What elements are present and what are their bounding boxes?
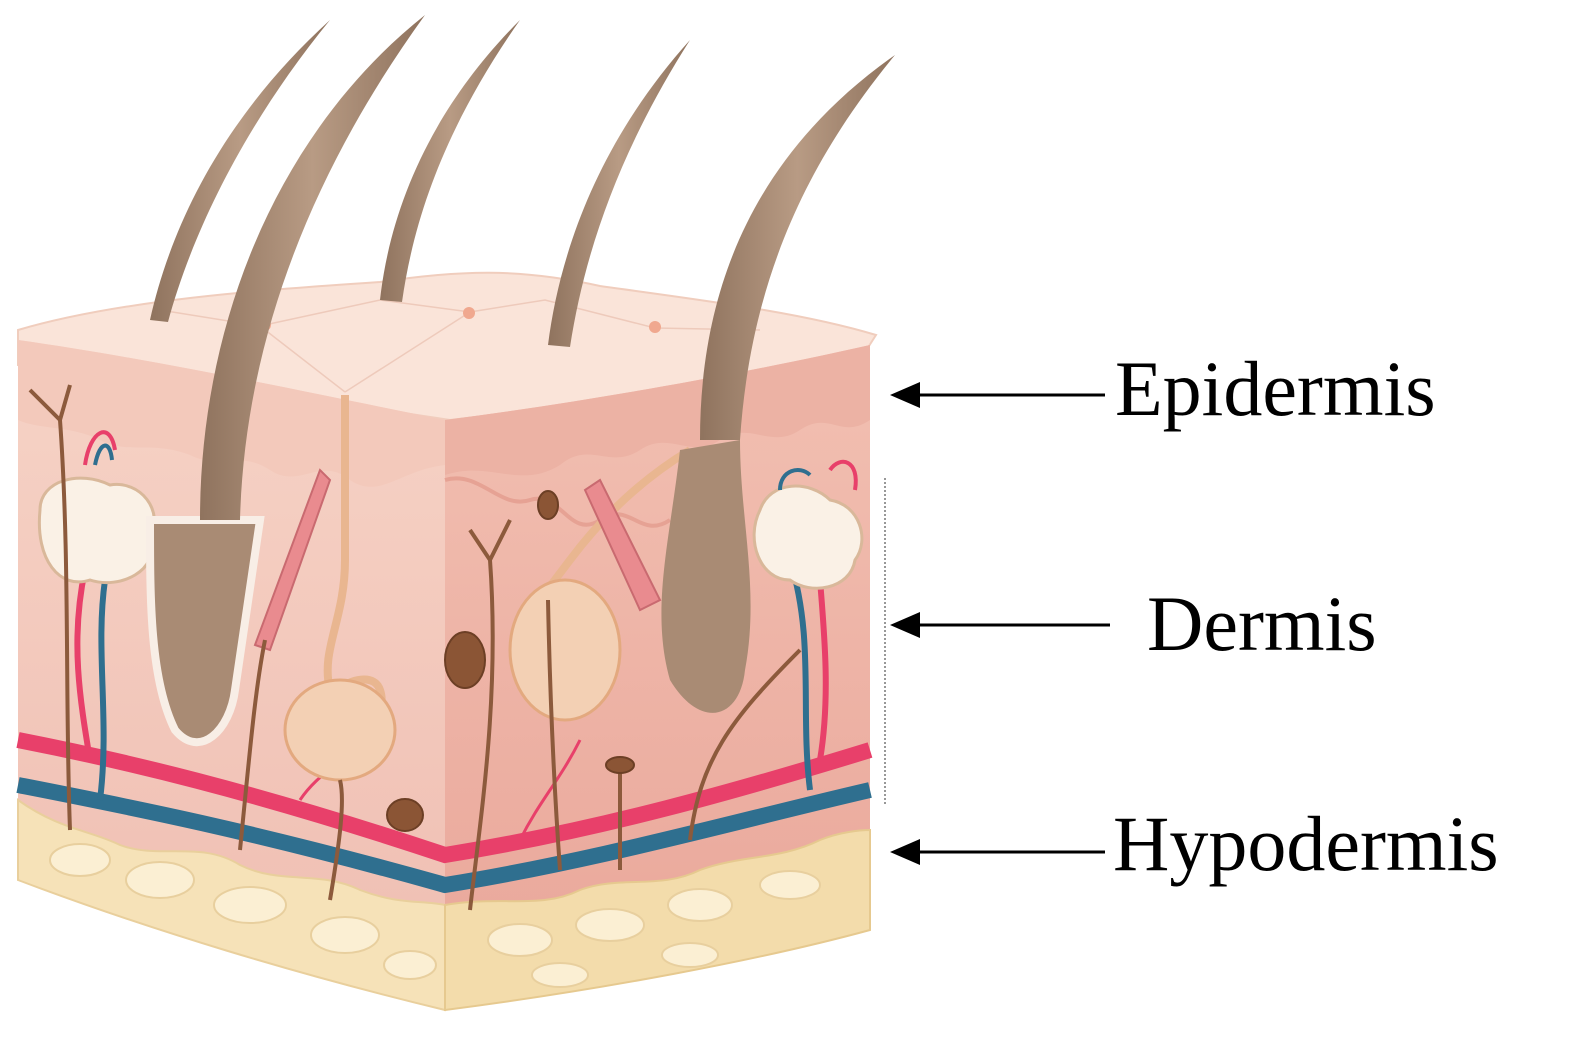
vein: [16, 777, 872, 894]
capillary-loops: [83, 430, 858, 491]
hypodermis-arrow: [890, 839, 1105, 865]
artery-branch-2: [817, 579, 829, 761]
nerve-endings: [386, 490, 635, 832]
hypodermis-label: Hypodermis: [1113, 800, 1499, 887]
sweat-gland-coils: [283, 578, 622, 782]
artery: [16, 732, 873, 864]
dermis-label: Dermis: [1147, 580, 1377, 667]
vein-branch-2: [787, 559, 813, 791]
capillary-2: [518, 739, 582, 841]
dermis-arrow: [890, 612, 1110, 638]
blood-vessels: [16, 559, 873, 894]
epidermis-label: Epidermis: [1115, 345, 1436, 432]
hairs: [150, 15, 895, 520]
hair-follicles: [145, 440, 751, 747]
hair-4: [548, 40, 690, 347]
epidermis-arrow: [890, 382, 1105, 408]
hair-2: [200, 15, 425, 520]
sebaceous-gland-front: [37, 476, 156, 585]
hair-5: [700, 55, 895, 440]
follicle-right: [661, 440, 751, 713]
hair-3: [380, 20, 520, 302]
fat-globules: [49, 843, 821, 988]
nerves: [28, 384, 802, 911]
skin-block: [16, 15, 895, 1012]
vein-branch-1: [97, 579, 108, 801]
dermal-ridges-side: [444, 476, 672, 528]
epidermis-side-band: [445, 345, 870, 476]
hair-1: [150, 20, 330, 322]
label-arrows: [890, 382, 1110, 865]
sebaceous-gland-side: [752, 484, 864, 590]
artery-branch-1: [74, 569, 93, 761]
follicle-left: [145, 516, 265, 747]
